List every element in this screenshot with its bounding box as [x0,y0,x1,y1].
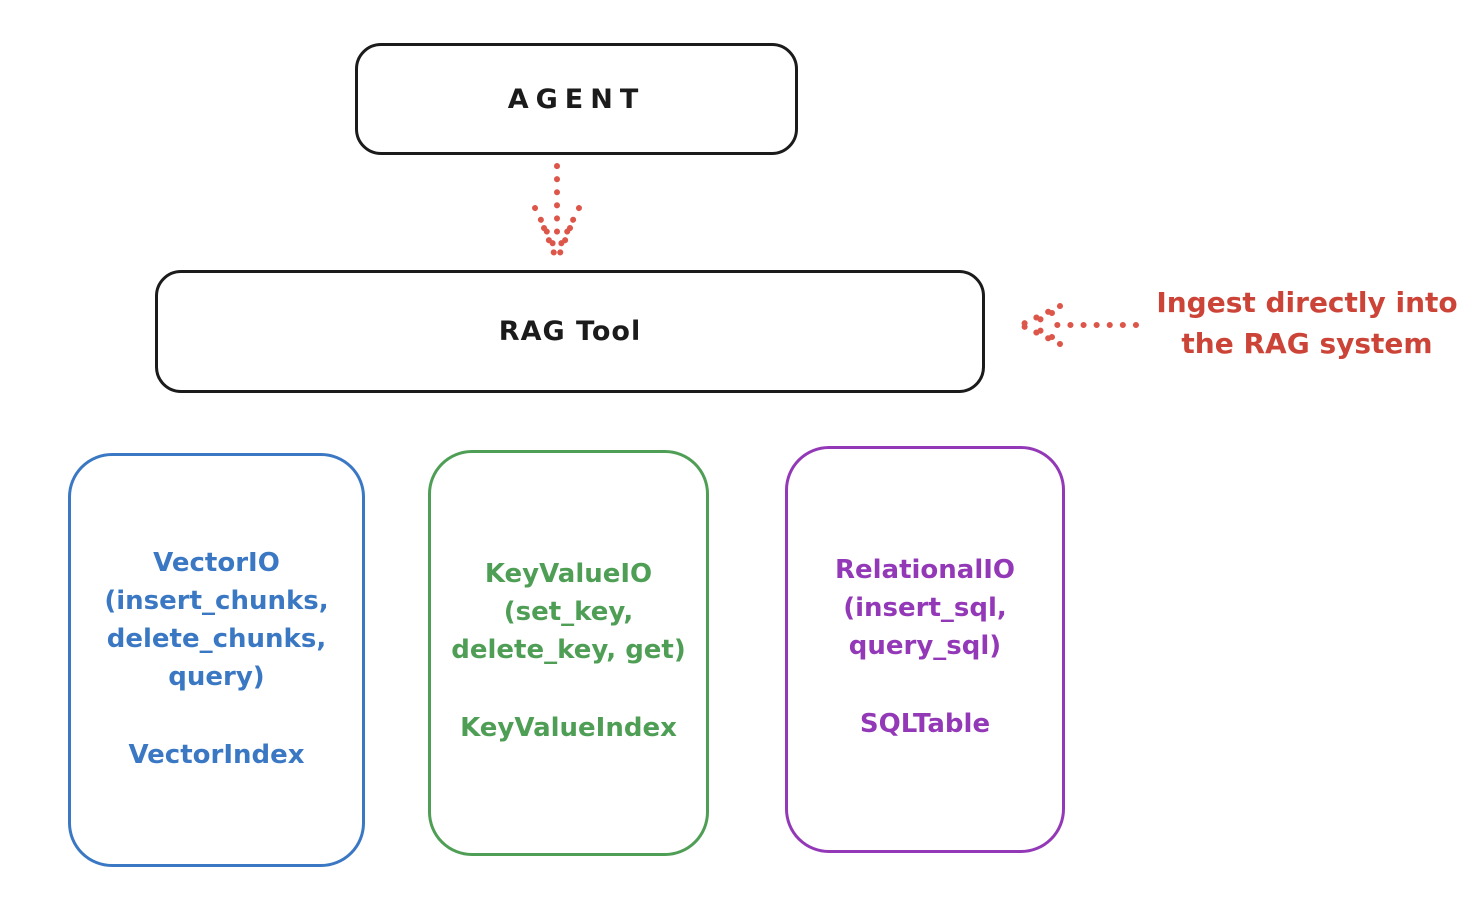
text-line: VectorIO [153,548,280,578]
annotation-line-2: the RAG system [1181,327,1433,360]
card-vector-io: VectorIO (insert_chunks, delete_chunks,que… [68,453,365,867]
card-keyvalue-io-methods: KeyValueIO (set_key, delete_key, get) [451,555,686,669]
card-relational-io: RelationalIO (insert_sql, query_sql) SQLTa… [785,446,1065,853]
card-relational-io-methods: RelationalIO (insert_sql, query_sql) [835,551,1015,665]
text-line: (set_key, [503,597,634,627]
text-line: RelationalIO [834,555,1016,585]
text-line: (insert_sql, [843,593,1007,623]
text-line: delete_chunks, [106,624,327,654]
card-relational-io-index-label: SQLTable [859,709,991,739]
annotation-line-1: Ingest directly into [1156,286,1458,319]
text-line: query) [168,662,265,692]
text-line: KeyValueIO [484,559,653,589]
text-line: (insert_chunks, [104,586,329,616]
rag-tool-box-label: RAG Tool [498,316,642,347]
card-vector-io-methods: VectorIO (insert_chunks, delete_chunks,que… [104,544,328,696]
text-line: query_sql) [848,631,1002,661]
arrow-annotation-to-rag-icon [1020,303,1139,347]
agent-box: AGENT [355,43,798,155]
card-keyvalue-io: KeyValueIO (set_key, delete_key, get) KeyV… [428,450,709,856]
text-line: delete_key, get) [451,635,686,665]
annotation-text: Ingest directly into the RAG system [1130,282,1484,364]
rag-tool-box: RAG Tool [155,270,985,393]
card-keyvalue-io-index-label: KeyValueIndex [460,713,677,743]
agent-box-label: AGENT [507,83,646,115]
arrow-agent-to-rag-icon [532,163,582,261]
card-vector-io-index-label: VectorIndex [128,740,305,770]
